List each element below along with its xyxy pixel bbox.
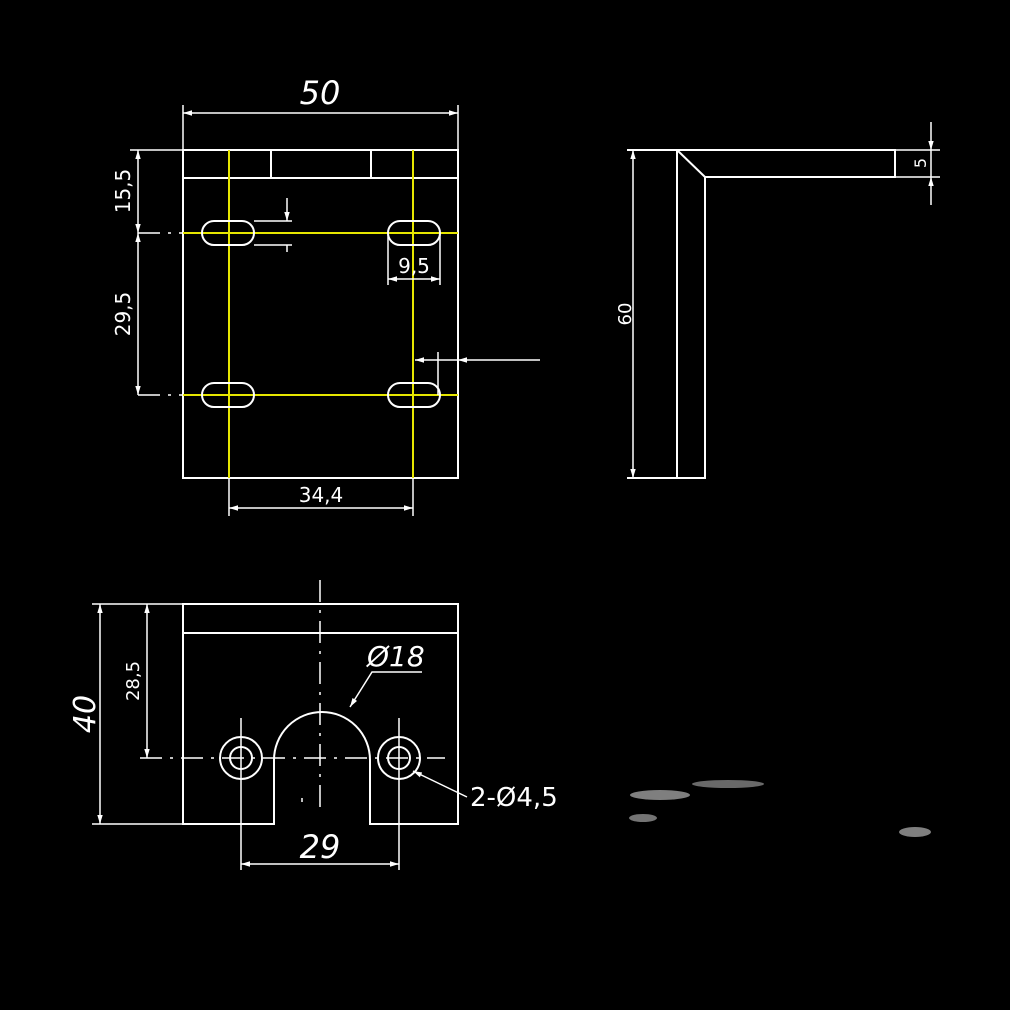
dim-slot-length: 9,5 [398, 254, 430, 278]
top-view: 50 15,5 29,5 9,5 34,4 [111, 74, 540, 516]
artifact-smudge-2 [692, 780, 764, 788]
dim-top-width: 50 [300, 74, 341, 112]
dim-side-height: 60 [615, 303, 636, 326]
dim-top-offset: 15,5 [111, 169, 135, 214]
side-view: 60 5 [615, 122, 940, 479]
side-view-inner-edge [676, 149, 706, 178]
side-view-outer-profile [676, 149, 896, 479]
slot-bottom-right [387, 382, 441, 408]
top-view-outline [182, 149, 459, 479]
artifact-smudge-4 [899, 827, 931, 837]
dim-thickness: 5 [911, 158, 930, 168]
hole-callout-leader [412, 770, 468, 798]
arch-diameter-leader [349, 671, 422, 708]
dim-arch-diameter: Ø18 [366, 640, 425, 673]
slot-bottom-left [201, 382, 255, 408]
dim-hole-height: 28,5 [123, 661, 144, 701]
artifact-smudge-1 [630, 790, 690, 800]
dim-vertical-spacing: 29,5 [111, 292, 135, 337]
dim-horizontal-spacing: 34,4 [299, 483, 344, 507]
dim-front-height: 40 [68, 695, 103, 733]
slot-top-left [201, 220, 255, 246]
dim-bottom-width: 29 [300, 828, 341, 866]
front-view-outline [182, 603, 459, 825]
front-view: 40 28,5 Ø18 29 2-Ø4,5 [68, 580, 931, 870]
artifact-smudge-3 [629, 814, 657, 822]
hole-callout: 2-Ø4,5 [470, 783, 558, 813]
